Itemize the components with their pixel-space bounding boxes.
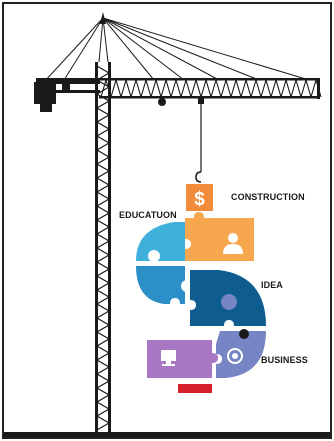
dollar-piece: $: [186, 184, 213, 211]
crane-top-cables: [43, 17, 310, 83]
label-education: EDUCATUON: [119, 210, 177, 220]
business-piece: [216, 329, 266, 378]
crane-jib: [99, 78, 322, 99]
crane-trolley: [158, 98, 204, 183]
crane-puzzle-illustration: $ CONSTRUCTION EDUCATUON IDEA BUS: [4, 12, 330, 437]
monitor-icon: [161, 350, 176, 361]
crane-hook: [195, 171, 202, 183]
label-idea: IDEA: [261, 280, 283, 290]
label-construction: CONSTRUCTION: [231, 192, 305, 202]
person-icon-head: [228, 233, 238, 243]
poster-frame: $ CONSTRUCTION EDUCATUON IDEA BUS: [2, 2, 332, 439]
education-piece: [136, 222, 185, 262]
crane-mast: [95, 62, 111, 432]
ground-line: [4, 432, 330, 437]
crane-counter-jib: [34, 78, 100, 112]
red-base-bar: [178, 384, 212, 393]
label-business: BUSINESS: [261, 355, 308, 365]
idea-piece: [190, 270, 266, 326]
idea-icon: [221, 294, 237, 310]
dollar-icon: $: [194, 189, 205, 210]
crane-apex: [100, 12, 106, 24]
counterweight: [34, 82, 56, 104]
construction-piece: [185, 212, 254, 261]
monitor-piece: [147, 340, 218, 378]
person-icon: [223, 244, 243, 254]
left-blue-piece: [136, 266, 193, 304]
